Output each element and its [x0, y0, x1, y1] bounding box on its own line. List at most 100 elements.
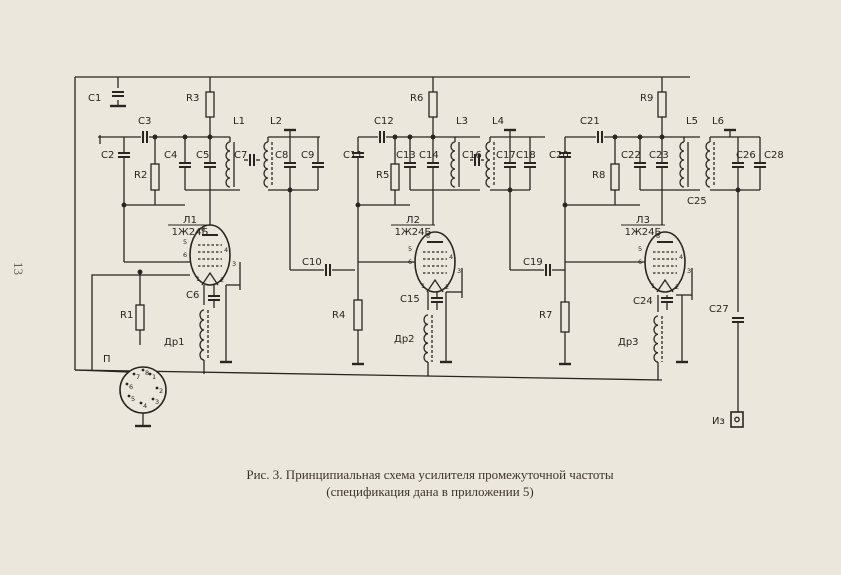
tube-pin-label: 2 — [445, 283, 449, 291]
label-l1: L1 — [233, 116, 245, 127]
label-c17: C17 — [496, 150, 516, 161]
coil-l6 — [705, 141, 715, 188]
tube-type-label: 1Ж24Б — [625, 227, 662, 238]
label-c11: C11 — [343, 150, 363, 161]
resistor-r5 — [390, 163, 400, 191]
capacitor-c5 — [204, 162, 216, 168]
capacitor-c23 — [656, 162, 668, 168]
label-l3: L3 — [456, 116, 468, 127]
capacitor-c27 — [732, 317, 744, 323]
connector-pin-5: 5 — [131, 395, 135, 403]
label-c1: C1 — [88, 93, 101, 104]
capacitor-c17 — [504, 162, 516, 168]
choke-др1 — [199, 309, 209, 361]
label-l4: L4 — [492, 116, 504, 127]
label-c16: C16 — [462, 150, 482, 161]
tube-л2 — [414, 231, 456, 293]
resistor-r8 — [610, 163, 620, 191]
capacitor-c4 — [179, 162, 191, 168]
capacitor-c19 — [544, 263, 552, 277]
resistor-r6 — [428, 91, 438, 118]
capacitor-c9 — [312, 162, 324, 168]
tube-type-label: 1Ж24Б — [172, 227, 209, 238]
label-c24: C24 — [633, 296, 653, 307]
label-c19: C19 — [523, 257, 543, 268]
label-r3: R3 — [186, 93, 199, 104]
capacitor-c13 — [404, 162, 416, 168]
label-l6: L6 — [712, 116, 724, 127]
coil-l1 — [225, 141, 235, 188]
tube-ref-л3: Л3 — [636, 215, 650, 226]
label-r9: R9 — [640, 93, 653, 104]
capacitor-c20 — [559, 152, 571, 158]
tube-pin-label: 4 — [449, 253, 453, 261]
label-c22: C22 — [621, 150, 641, 161]
choke-др2 — [423, 314, 433, 363]
resistor-r9 — [657, 91, 667, 118]
label-c27: C27 — [709, 304, 729, 315]
capacitor-c24 — [661, 297, 673, 303]
label-c14: C14 — [419, 150, 439, 161]
figure-caption: Рис. 3. Принципиальная схема усилителя п… — [170, 466, 690, 500]
tube-pin-label: 3 — [457, 267, 461, 275]
label-c13: C13 — [396, 150, 416, 161]
label-c7: C7 — [234, 150, 247, 161]
resistor-r1 — [135, 304, 145, 331]
capacitor-c2 — [118, 152, 130, 158]
output-jack — [730, 411, 744, 428]
capacitor-c8 — [284, 162, 296, 168]
caption-line-2: (спецификация дана в приложении 5) — [326, 484, 534, 499]
tube-pin-label: 6 — [408, 258, 412, 266]
capacitor-c28 — [754, 162, 766, 168]
label-c2: C2 — [101, 150, 114, 161]
capacitor-c22 — [634, 162, 646, 168]
label-c15: C15 — [400, 294, 420, 305]
tube-pin-label: 5 — [183, 238, 187, 246]
label-c6: C6 — [186, 290, 199, 301]
resistor-r4 — [353, 299, 363, 331]
tube-pin-label: 6 — [638, 258, 642, 266]
resistor-r7 — [560, 301, 570, 333]
capacitor-c3 — [141, 130, 149, 144]
capacitor-c18 — [524, 162, 536, 168]
tube-pin-label: 2 — [675, 283, 679, 291]
connector-pin-7: 7 — [136, 373, 140, 381]
tube-pin-label: 1 — [196, 275, 200, 283]
resistor-r2 — [150, 163, 160, 191]
label-r1: R1 — [120, 310, 133, 321]
tube-pin-label: 6 — [183, 251, 187, 259]
tube-ref-л2: Л2 — [406, 215, 420, 226]
tube-pin-label: 4 — [224, 246, 228, 254]
label-c3: C3 — [138, 116, 151, 127]
label-r8: R8 — [592, 170, 605, 181]
tube-pin-label: 2 — [220, 276, 224, 284]
tube-pin-label: 4 — [679, 253, 683, 261]
label-c20: C20 — [549, 150, 569, 161]
tube-pin-label: 8 — [656, 232, 660, 240]
tube-type-label: 1Ж24Б — [395, 227, 432, 238]
label-c4: C4 — [164, 150, 177, 161]
capacitor-c11 — [352, 152, 364, 158]
capacitor-c12 — [378, 130, 386, 144]
capacitor-c1 — [112, 91, 124, 97]
label-c9: C9 — [301, 150, 314, 161]
tube-л3 — [644, 231, 686, 293]
label-др3: Др3 — [618, 337, 639, 348]
caption-line-1: Рис. 3. Принципиальная схема усилителя п… — [246, 467, 614, 482]
resistor-r3 — [205, 91, 215, 118]
label-c12: C12 — [374, 116, 394, 127]
tube-pin-label: 1 — [651, 282, 655, 290]
label-l2: L2 — [270, 116, 282, 127]
label-др1: Др1 — [164, 337, 185, 348]
capacitor-c10 — [324, 263, 332, 277]
capacitor-c14 — [427, 162, 439, 168]
coil-l4 — [485, 141, 495, 188]
label-output: Из — [712, 416, 725, 427]
choke-др3 — [653, 315, 663, 363]
label-c26: C26 — [736, 150, 756, 161]
coil-l2 — [263, 141, 273, 188]
tube-pin-label: 3 — [232, 260, 236, 268]
tube-pin-label: 5 — [408, 245, 412, 253]
label-c5: C5 — [196, 150, 209, 161]
